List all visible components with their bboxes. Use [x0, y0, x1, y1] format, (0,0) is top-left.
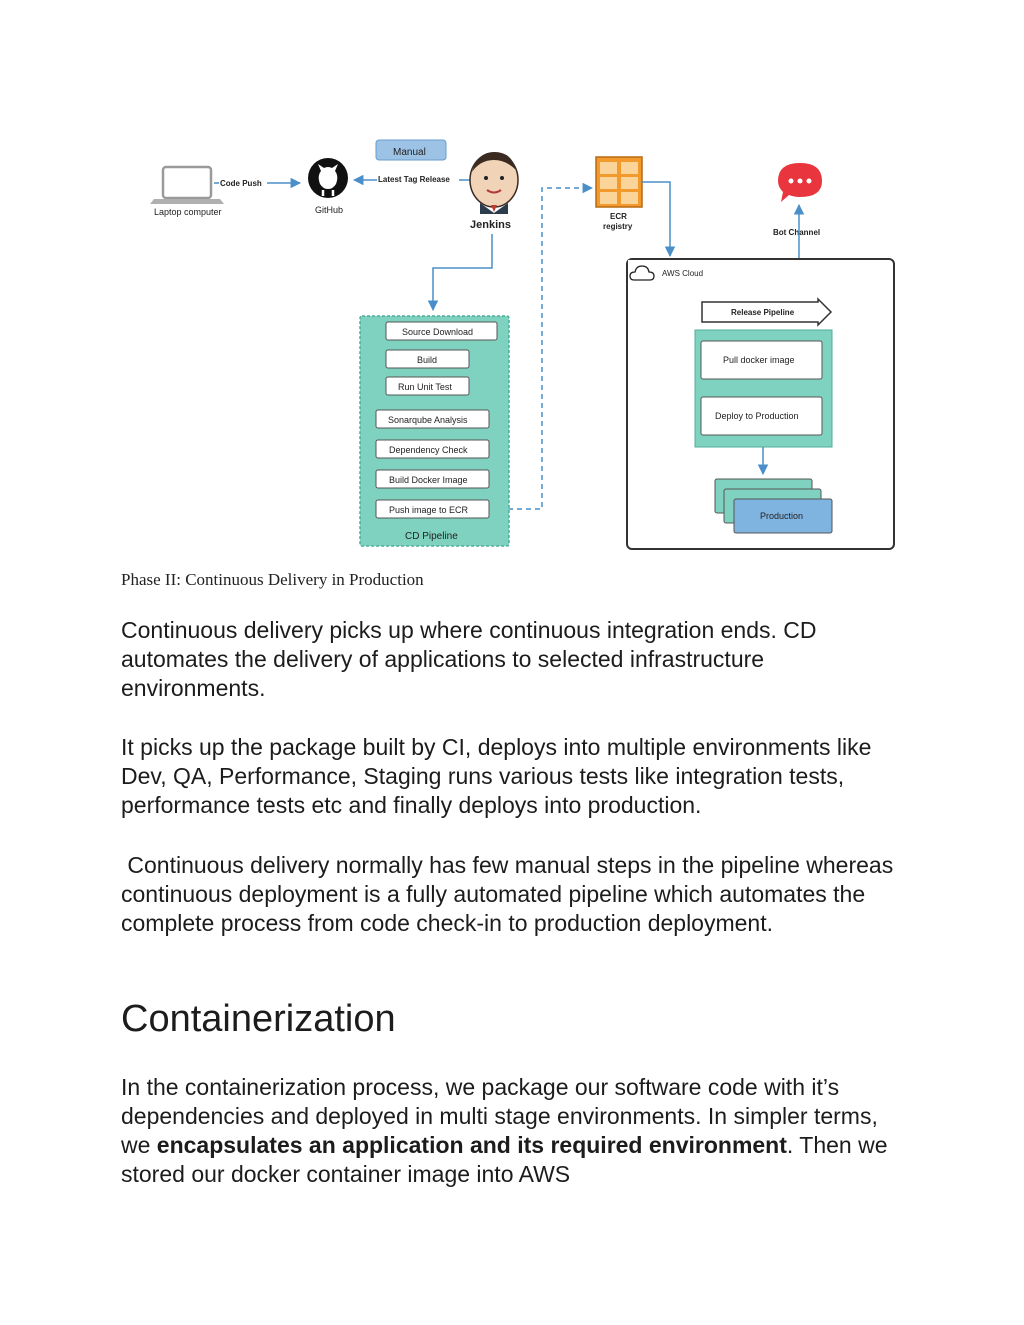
- step-build-label: Build: [417, 355, 437, 365]
- manual-label: Manual: [393, 147, 426, 158]
- github-label: GitHub: [315, 205, 343, 215]
- latest-tag-label: Latest Tag Release: [378, 175, 450, 184]
- deploy-production-step: [700, 396, 823, 436]
- release-pipeline-label: Release Pipeline: [731, 308, 795, 317]
- laptop-icon: [150, 165, 224, 204]
- paragraph-containerization-bold: encapsulates an application and its requ…: [156, 1132, 787, 1158]
- github-icon: [308, 158, 348, 198]
- step-push-ecr: [375, 499, 490, 519]
- step-build-docker: [375, 469, 490, 489]
- step-build-docker-label: Build Docker Image: [389, 475, 468, 485]
- ecr-label: ECR: [610, 212, 627, 221]
- jenkins-label: Jenkins: [470, 219, 511, 231]
- step-dependency-check-label: Dependency Check: [389, 445, 468, 455]
- step-source-download: [385, 321, 498, 341]
- code-push-label: Code Push: [220, 179, 262, 188]
- paragraph-cd-intro: Continuous delivery picks up where conti…: [121, 617, 817, 701]
- paragraph-containerization-end: . Then we stored our docker container im…: [121, 1132, 888, 1187]
- aws-cloud-label: AWS Cloud: [662, 269, 703, 278]
- ecr-registry-label: registry: [603, 222, 633, 231]
- pull-docker-label: Pull docker image: [723, 355, 795, 365]
- deploy-production-label: Deploy to Production: [715, 411, 799, 421]
- production-label: Production: [760, 511, 803, 521]
- manual-box: [375, 139, 447, 161]
- paragraph-cd-vs-deployment: Continuous delivery normally has few man…: [121, 852, 900, 936]
- step-dependency-check: [375, 439, 490, 459]
- section-heading-containerization: Containerization: [121, 998, 396, 1040]
- step-sonarqube: [375, 409, 490, 429]
- paragraph-containerization: In the containerization process, we pack…: [121, 1073, 911, 1189]
- cd-pipeline-label: CD Pipeline: [405, 531, 458, 542]
- pull-docker-step: [700, 340, 823, 380]
- ecr-registry-icon: [595, 156, 643, 208]
- release-pipeline-arrow: [701, 297, 833, 327]
- figure-caption: Phase II: Continuous Delivery in Product…: [121, 570, 424, 589]
- bot-channel-label: Bot Channel: [773, 228, 820, 237]
- step-push-ecr-label: Push image to ECR: [389, 505, 469, 515]
- cd-pipeline-diagram: Laptop computer Code Push GitHub Manual …: [150, 139, 895, 550]
- step-run-unit-test: [385, 376, 470, 396]
- jenkins-icon: [469, 152, 519, 214]
- laptop-label: Laptop computer: [154, 207, 222, 217]
- rocket-chat-icon: [778, 163, 822, 202]
- step-source-download-label: Source Download: [402, 327, 473, 337]
- step-run-unit-test-label: Run Unit Test: [398, 382, 452, 392]
- paragraph-containerization-start: In the containerization process, we pack…: [121, 1074, 878, 1158]
- paragraph-cd-package: It picks up the package built by CI, dep…: [121, 734, 872, 818]
- cloud-icon: [628, 260, 655, 284]
- production-box: [733, 498, 833, 534]
- step-build: [385, 349, 470, 369]
- step-sonarqube-label: Sonarqube Analysis: [388, 415, 468, 425]
